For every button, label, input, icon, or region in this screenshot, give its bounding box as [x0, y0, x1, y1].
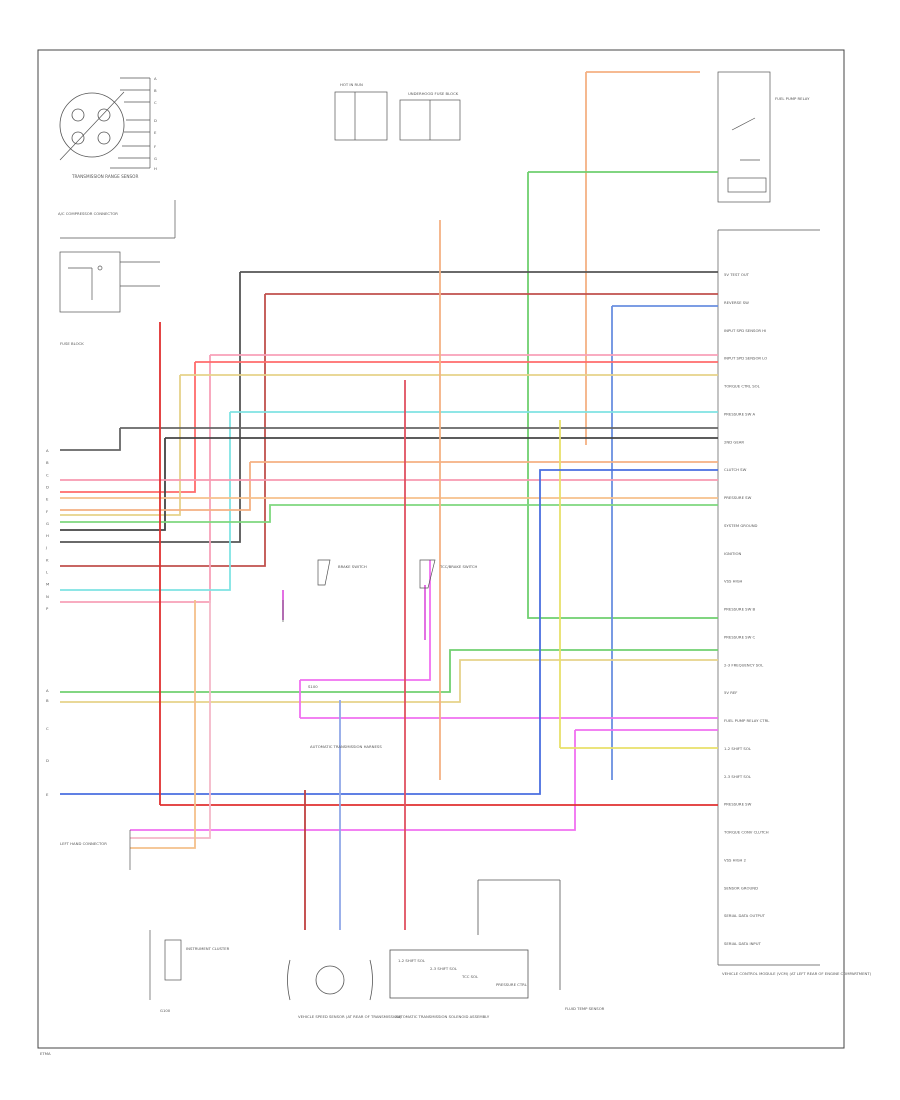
ecm-pin-label: 5V TEST OUT	[724, 272, 750, 277]
ecm-pin-label: PRESSURE SW A	[724, 411, 756, 416]
solenoid-tcc: TCC SOL	[461, 974, 479, 979]
trans-range-pins	[110, 77, 150, 169]
trs-pin-g: G	[154, 156, 157, 161]
ecm-pin-label: SENSOR GROUND	[724, 885, 758, 890]
left-connector-pin: N	[46, 594, 49, 599]
ecm-pin-labels: 5V TEST OUT REVERSE SW INPUT SPD SENSOR HI…	[723, 272, 770, 946]
left-connector-pin: J	[45, 545, 47, 550]
ecm-pin-label: 5V REF	[724, 690, 737, 695]
trs-pin-a: A	[154, 76, 157, 81]
solenoid-1-2: 1-2 SHIFT SOL	[398, 958, 426, 963]
fluid-temp-label: FLUID TEMP SENSOR	[565, 1006, 605, 1011]
ecm-pin-label: IGNITION	[724, 551, 741, 556]
left-connector-pin: K	[46, 557, 49, 562]
solenoid-assembly-caption: AUTOMATIC TRANSMISSION SOLENOID ASSEMBLY	[395, 1014, 490, 1019]
ecm-pin-label: 2-3 SHIFT SOL	[724, 774, 752, 779]
left-connector-pin: M	[46, 582, 49, 587]
ignition-fuse-label: HOT IN RUN	[340, 82, 363, 87]
ecm-pin-label: VSS HIGH 2	[724, 857, 747, 862]
trans-range-pin-labels: A B C D E F G H	[154, 76, 157, 171]
ground-label: G100	[160, 1008, 171, 1013]
left-connector-pin: L	[46, 570, 49, 575]
ecm-caption: VEHICLE CONTROL MODULE (VCM) (AT LEFT RE…	[722, 971, 872, 976]
left-hand-connector-label: LEFT HAND CONNECTOR	[60, 841, 107, 846]
ecm-pin-label: SYSTEM GROUND	[724, 523, 758, 528]
ignition-fuse-box	[334, 91, 461, 141]
ecm-pin-label: PRESSURE SW	[724, 802, 752, 807]
ecm-pin-label: 1-2 SHIFT SOL	[724, 746, 752, 751]
solenoid-2-3: 2-3 SHIFT SOL	[430, 966, 458, 971]
diagram-frame	[37, 49, 845, 1049]
brake-switch-label: BRAKE SWITCH	[338, 564, 367, 569]
vss-label: VEHICLE SPEED SENSOR (AT REAR OF TRANSMI…	[298, 1014, 402, 1019]
left-connector-pin: P	[46, 606, 49, 611]
left-connector-pin: F	[46, 509, 48, 514]
left-connector-lower-pin: A	[46, 688, 49, 693]
fuel-pump-relay-label: FUEL PUMP RELAY	[775, 96, 810, 101]
fuse-block-upper-left	[59, 251, 160, 313]
wires	[60, 71, 718, 930]
trs-pin-b: B	[154, 88, 157, 93]
ecm-pin-label: CLUTCH SW	[724, 467, 747, 472]
left-connector-pin: A	[46, 448, 49, 453]
tcc-brake-switch-label: TCC/BRAKE SWITCH	[439, 564, 477, 569]
solenoid-names: 1-2 SHIFT SOL 2-3 SHIFT SOL TCC SOL PRES…	[398, 958, 528, 987]
trs-pin-e: E	[154, 130, 157, 135]
lower-left-connector	[129, 830, 182, 1000]
left-connector-lower-pin: C	[46, 726, 49, 731]
left-connector-pin: H	[46, 533, 49, 538]
ecm-pin-label: SERIAL DATA INPUT	[724, 941, 762, 946]
trans-range-sensor: TRANSMISSION RANGE SENSOR A/C COMPRESSOR…	[58, 91, 138, 216]
ecm-pin-label: TORQUE CTRL SOL	[723, 384, 761, 389]
ecm-pin-label: VSS HIGH	[724, 579, 743, 584]
vehicle-speed-sensor	[287, 959, 373, 1001]
left-connector-pin: C	[46, 472, 49, 477]
underhood-fuse-label: UNDERHOOD FUSE BLOCK	[408, 91, 459, 96]
fuel-pump-relay	[717, 71, 771, 203]
left-connector-pin: E	[46, 497, 49, 502]
ecm-connector	[717, 229, 820, 966]
solenoid-pressure: PRESSURE CTRL	[496, 982, 528, 987]
ecm-pin-label: PRESSURE SW	[724, 495, 752, 500]
ground-splice-label: S100	[308, 684, 318, 689]
ecm-pin-label: INPUT SPD SENSOR HI	[724, 328, 766, 333]
instrument-cluster-label: INSTRUMENT CLUSTER	[186, 946, 230, 951]
left-connector-lower-pin: E	[46, 792, 49, 797]
trs-pin-h: H	[154, 166, 157, 171]
page-id: ETMA	[40, 1051, 51, 1056]
fuse-block-label: FUSE BLOCK	[60, 341, 84, 346]
brake-switches	[282, 559, 436, 622]
left-connector-lower-pin: B	[46, 698, 49, 703]
ecm-pin-label: PRESSURE SW B	[724, 607, 756, 612]
trs-pin-c: C	[154, 100, 157, 105]
trs-pin-d: D	[154, 118, 157, 123]
ecm-pin-label: 2ND GEAR	[724, 439, 744, 444]
autotrans-harness-label: AUTOMATIC TRANSMISSION HARNESS	[310, 744, 382, 749]
left-connector-pin: B	[46, 460, 49, 465]
ecm-pin-label: 2-3 FREQUENCY SOL	[724, 662, 764, 667]
ecm-pin-label: SERIAL DATA OUTPUT	[724, 913, 766, 918]
ecm-pin-label: REVERSE SW	[724, 300, 749, 305]
trs-pin-f: F	[154, 144, 156, 149]
solenoid-assembly	[389, 879, 561, 999]
ecm-pin-label: INPUT SPD SENSOR LO	[724, 356, 767, 361]
left-connector-pin: D	[46, 485, 49, 490]
ecm-pin-label: PRESSURE SW C	[724, 634, 756, 639]
ecm-pin-label: TORQUE CONV CLUTCH	[723, 830, 769, 835]
trans-range-connector-label: A/C COMPRESSOR CONNECTOR	[58, 211, 118, 216]
ecm-pin-label: FUEL PUMP RELAY CTRL	[724, 718, 770, 723]
left-connector-lower-pin: D	[46, 758, 49, 763]
trans-range-sensor-label: TRANSMISSION RANGE SENSOR	[71, 174, 138, 179]
left-connector-pin: G	[46, 521, 49, 526]
